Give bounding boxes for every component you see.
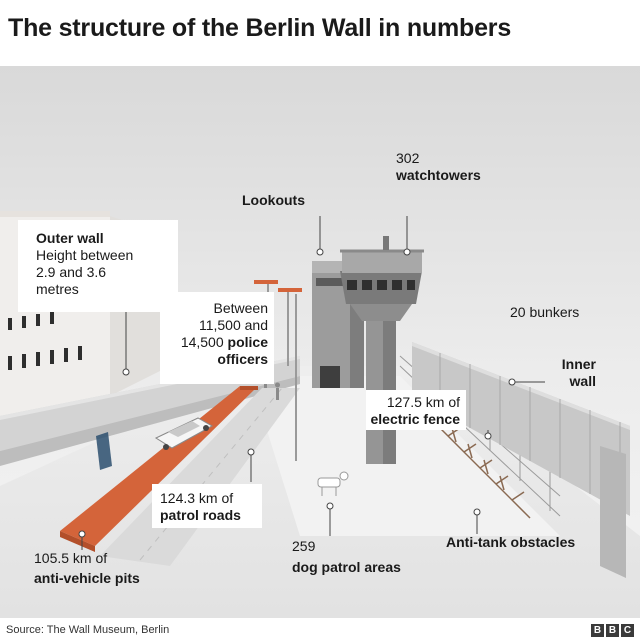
outer-wall-line2: 2.9 and 3.6 — [36, 264, 107, 280]
patrol-dog — [317, 471, 349, 496]
patrol-roads-label: 124.3 km of patrol roads — [160, 490, 241, 524]
watchtowers-text: watchtowers — [396, 167, 481, 183]
electric-fence-label: 127.5 km of electric fence — [346, 394, 461, 428]
inner-wall-line1: Inner — [561, 356, 596, 372]
police-line2: 11,500 and — [198, 317, 268, 333]
death-strip — [250, 376, 560, 536]
outer-wall-label: Outer wall Height between 2.9 and 3.6 me… — [36, 230, 133, 298]
electric-fence-line1: 127.5 km of — [386, 394, 460, 410]
anti-vehicle-label: 105.5 km of anti-vehicle pits — [34, 550, 140, 587]
dog-patrol-number: 259 — [292, 538, 316, 554]
police-text: police — [227, 334, 268, 350]
outer-wall-line3: metres — [36, 281, 79, 297]
inner-wall — [412, 342, 630, 578]
anti-vehicle-line2: anti-vehicle pits — [34, 570, 140, 586]
inner-wall-label: Inner wall — [530, 356, 596, 390]
patrol-car — [154, 417, 214, 450]
bunkers-label: 20 bunkers — [510, 304, 579, 321]
outer-wall-line1: Height between — [36, 247, 134, 263]
patrol-roads-line2: patrol roads — [160, 507, 241, 523]
leader-lines — [78, 216, 545, 550]
dog-patrol-text: dog patrol areas — [292, 559, 401, 575]
anti-tank-label: Anti-tank obstacles — [446, 534, 576, 550]
bbc-logo-letter-1: B — [591, 624, 604, 637]
page-title: The structure of the Berlin Wall in numb… — [8, 14, 512, 42]
bbc-logo: B B C — [591, 624, 634, 637]
electric-fence-label-box — [366, 390, 466, 430]
patrol-roads-label-box — [152, 484, 262, 528]
police-line4: officers — [217, 351, 268, 367]
source-credit: Source: The Wall Museum, Berlin — [6, 624, 170, 636]
watchtowers-label: 302 watchtowers — [396, 150, 481, 184]
lookouts-label: Lookouts — [242, 192, 305, 208]
dog-patrol-label: 259 dog patrol areas — [292, 538, 401, 576]
outer-wall-heading: Outer wall — [36, 230, 104, 246]
watchtower — [340, 236, 424, 464]
police-label-box — [160, 292, 274, 384]
anti-vehicle-line1: 105.5 km of — [34, 550, 108, 566]
patrol-roads-line1: 124.3 km of — [160, 490, 234, 506]
police-label: Between 11,500 and 14,500 police officer… — [164, 300, 268, 368]
police-number: 14,500 — [180, 334, 228, 350]
police-line1: Between — [213, 300, 268, 316]
bbc-logo-letter-3: C — [621, 624, 634, 637]
outer-wall-label-box — [18, 220, 178, 312]
patrol-road — [100, 388, 300, 566]
bbc-logo-letter-2: B — [606, 624, 619, 637]
bunkers-text: 20 bunkers — [510, 304, 580, 320]
inner-wall-line2: wall — [569, 373, 596, 389]
watchtowers-number: 302 — [396, 150, 420, 166]
electric-fence-line2: electric fence — [370, 411, 461, 427]
